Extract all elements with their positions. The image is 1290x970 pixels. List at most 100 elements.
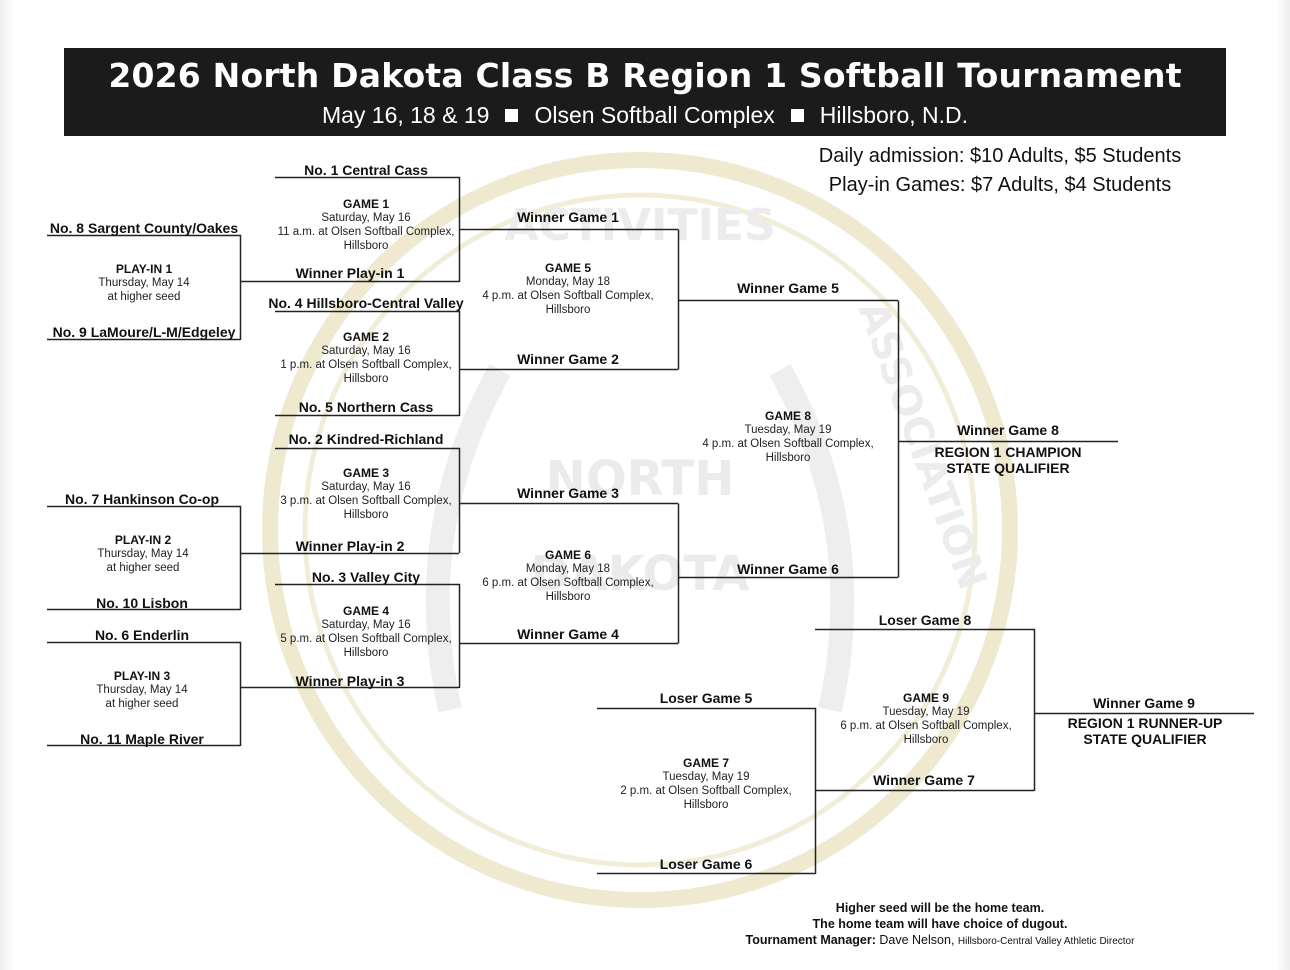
game-title: GAME 5	[544, 261, 591, 275]
bracket-line-loser8	[815, 628, 1036, 791]
game-info-playin-2: PLAY-IN 2 Thursday, May 14 at higher see…	[38, 533, 248, 575]
game-city: Hillsboro	[683, 799, 729, 811]
manager-label: Tournament Manager:	[745, 933, 876, 947]
game-location: at higher seed	[107, 291, 181, 303]
game-time-location: 5 p.m. at Olsen Softball Complex,	[280, 633, 452, 645]
game-city: Hillsboro	[343, 647, 389, 659]
tournament-city: Hillsboro, N.D.	[819, 102, 969, 128]
team-seed-10: No. 10 Lisbon	[96, 595, 188, 611]
page-title: 2026 North Dakota Class B Region 1 Softb…	[108, 56, 1182, 95]
daily-admission: Daily admission: $10 Adults, $5 Students	[818, 145, 1182, 167]
team-seed-9: No. 9 LaMoure/L-M/Edgeley	[52, 324, 236, 340]
manager-name: Dave Nelson,	[879, 933, 955, 947]
game-date: Tuesday, May 19	[882, 706, 970, 718]
game-info-game-2: GAME 2 Saturday, May 16 1 p.m. at Olsen …	[261, 330, 471, 386]
game-date: Thursday, May 14	[98, 277, 190, 289]
slot-loser-game-6: Loser Game 6	[659, 856, 753, 872]
team-seed-7: No. 7 Hankinson Co-op	[65, 491, 219, 507]
game-date: Saturday, May 16	[321, 481, 411, 493]
bracket-line-seed3	[275, 583, 461, 688]
footer-notes: Higher seed will be the home team. The h…	[700, 900, 1180, 950]
game-title: GAME 6	[544, 548, 591, 562]
game-title: GAME 4	[342, 604, 389, 618]
game-title: GAME 8	[764, 409, 811, 423]
game-city: Hillsboro	[343, 240, 389, 252]
game-city: Hillsboro	[765, 452, 811, 464]
note-home-team: Higher seed will be the home team.	[835, 901, 1045, 915]
game-info-playin-1: PLAY-IN 1 Thursday, May 14 at higher see…	[39, 262, 249, 304]
game-date: Tuesday, May 19	[744, 424, 832, 436]
game-title: GAME 1	[342, 197, 389, 211]
game-info-game-9: GAME 9 Tuesday, May 19 6 p.m. at Olsen S…	[821, 691, 1031, 747]
game-city: Hillsboro	[545, 591, 591, 603]
bracket-line-seed8	[47, 234, 242, 340]
game-date: Saturday, May 16	[321, 619, 411, 631]
slot-winner-game-3: Winner Game 3	[517, 485, 619, 501]
game-date: Thursday, May 14	[96, 684, 188, 696]
game-date: Monday, May 18	[525, 563, 611, 575]
tournament-dates: May 16, 18 & 19	[321, 102, 490, 128]
playin-admission: Play-in Games: $7 Adults, $4 Students	[828, 174, 1172, 196]
slot-winner-game-5: Winner Game 5	[737, 280, 839, 296]
game-title: PLAY-IN 3	[113, 669, 171, 683]
game-date: Tuesday, May 19	[662, 771, 750, 783]
slot-winner-game-2: Winner Game 2	[517, 351, 619, 367]
square-bullet-icon	[505, 109, 519, 122]
game-city: Hillsboro	[903, 734, 949, 746]
runnerup-line-1: REGION 1 RUNNER-UP	[1067, 715, 1223, 731]
slot-winner-game-9: Winner Game 9	[1093, 695, 1195, 711]
team-seed-1: No. 1 Central Cass	[304, 162, 428, 178]
champion-line-1: REGION 1 CHAMPION	[934, 444, 1082, 460]
note-manager: Tournament Manager: Dave Nelson, Hillsbo…	[700, 932, 1180, 950]
game-date: Thursday, May 14	[97, 548, 189, 560]
bracket-line-seed7	[47, 505, 242, 610]
game-city: Hillsboro	[343, 373, 389, 385]
game-info-game-3: GAME 3 Saturday, May 16 3 p.m. at Olsen …	[261, 466, 471, 522]
champion-line-2: STATE QUALIFIER	[946, 460, 1070, 476]
game-title: GAME 9	[902, 691, 949, 705]
game-info-game-1: GAME 1 Saturday, May 16 11 a.m. at Olsen…	[261, 197, 471, 253]
game-title: GAME 2	[342, 330, 389, 344]
team-seed-3: No. 3 Valley City	[311, 569, 421, 585]
team-seed-8: No. 8 Sargent County/Oakes	[49, 220, 239, 236]
slot-winner-game-6: Winner Game 6	[737, 561, 839, 577]
game-info-game-7: GAME 7 Tuesday, May 19 2 p.m. at Olsen S…	[601, 756, 811, 812]
game-info-game-8: GAME 8 Tuesday, May 19 4 p.m. at Olsen S…	[683, 409, 893, 465]
bracket-line-loser5	[597, 707, 817, 874]
game-info-playin-3: PLAY-IN 3 Thursday, May 14 at higher see…	[37, 669, 247, 711]
bracket-line-seed1	[275, 176, 461, 282]
game-title: GAME 3	[342, 466, 389, 480]
game-date: Monday, May 18	[525, 276, 611, 288]
game-time-location: 6 p.m. at Olsen Softball Complex,	[840, 720, 1012, 732]
game-info-game-4: GAME 4 Saturday, May 16 5 p.m. at Olsen …	[261, 604, 471, 660]
slot-winner-game-4: Winner Game 4	[517, 626, 619, 642]
champion-result: REGION 1 CHAMPION STATE QUALIFIER	[888, 444, 1128, 476]
game-date: Saturday, May 16	[321, 212, 411, 224]
slot-winner-playin-3: Winner Play-in 3	[295, 673, 405, 689]
header-banner: 2026 North Dakota Class B Region 1 Softb…	[64, 48, 1226, 136]
game-date: Saturday, May 16	[321, 345, 411, 357]
game-title: GAME 7	[682, 756, 729, 770]
game-location: at higher seed	[106, 562, 180, 574]
game-time-location: 4 p.m. at Olsen Softball Complex,	[702, 438, 874, 450]
slot-winner-game-7: Winner Game 7	[873, 772, 975, 788]
game-city: Hillsboro	[545, 304, 591, 316]
team-seed-5: No. 5 Northern Cass	[298, 399, 434, 415]
game-location: at higher seed	[105, 698, 179, 710]
game-time-location: 2 p.m. at Olsen Softball Complex,	[620, 785, 792, 797]
runnerup-result: REGION 1 RUNNER-UP STATE QUALIFIER	[1025, 715, 1265, 747]
bracket-line-seed4	[275, 310, 461, 416]
note-dugout: The home team will have choice of dugout…	[812, 917, 1068, 931]
team-seed-6: No. 6 Enderlin	[94, 627, 190, 643]
tournament-venue: Olsen Softball Complex	[534, 102, 775, 128]
game-time-location: 6 p.m. at Olsen Softball Complex,	[482, 577, 654, 589]
page-subtitle: May 16, 18 & 19 Olsen Softball Complex H…	[64, 102, 1226, 129]
game-info-game-6: GAME 6 Monday, May 18 6 p.m. at Olsen So…	[463, 548, 673, 604]
slot-loser-game-8: Loser Game 8	[878, 612, 972, 628]
team-seed-11: No. 11 Maple River	[80, 731, 204, 747]
game-city: Hillsboro	[343, 509, 389, 521]
slot-winner-playin-2: Winner Play-in 2	[295, 538, 405, 554]
team-seed-2: No. 2 Kindred-Richland	[288, 431, 444, 447]
